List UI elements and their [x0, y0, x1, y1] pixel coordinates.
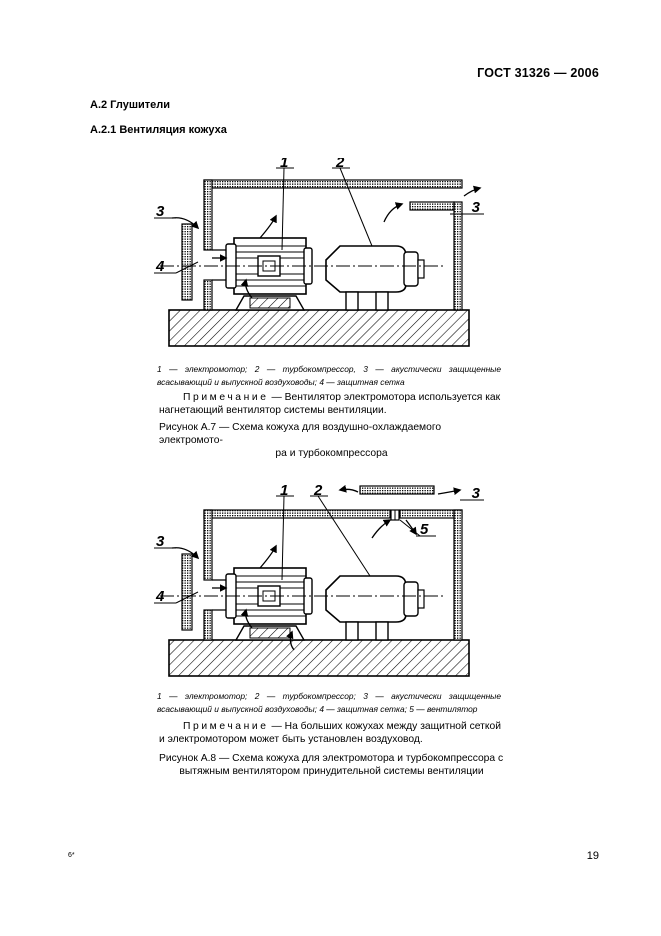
outlet-duct: [409, 201, 455, 211]
note-heading: Примечание: [183, 721, 269, 732]
page-number: 19: [586, 850, 599, 862]
outlet-airflow-arrow: [437, 487, 462, 496]
leader-line: [281, 167, 285, 251]
sheet-mark: 6*: [68, 852, 75, 859]
airflow-arrow: [240, 608, 253, 629]
figure-a7-legend: 1 — электромотор; 2 — турбокомпрессор, 3…: [157, 364, 501, 387]
protective-grid: [181, 223, 193, 301]
leader-line: [281, 495, 285, 581]
figure-a8-legend: 1 — электромотор; 2 — турбокомпрессор; 3…: [157, 691, 501, 714]
note-heading: Примечание: [183, 392, 269, 403]
enclosure-right-wall: [453, 509, 463, 641]
floor-foundation: [168, 309, 470, 347]
airflow-arrow: [405, 519, 417, 536]
motor-stand: [235, 295, 305, 311]
document-header: ГОСТ 31326 — 2006: [477, 66, 599, 80]
enclosure-roof: [203, 179, 463, 189]
caption-line-2: вытяжным вентилятором принудительной сис…: [179, 766, 484, 777]
subsection-title: А.2.1 Вентиляция кожуха: [90, 124, 227, 136]
figure-a7-note: Примечание — Вентилятор электромотора ис…: [159, 391, 504, 417]
airflow-arrow: [371, 519, 392, 539]
label-3-outlet: 3: [472, 199, 481, 216]
airflow-arrow: [383, 202, 404, 223]
airflow-arrow: [286, 630, 295, 651]
leader-line: [317, 495, 371, 577]
caption-line-2: ра и турбокомпрессора: [275, 448, 388, 459]
label-3-inlet: 3: [156, 533, 165, 550]
enclosure-left-wall-upper: [203, 509, 213, 581]
enclosure-left-wall-lower: [203, 279, 213, 311]
note-text: — На больших кожухах между защитной сетк…: [159, 721, 501, 745]
figure-a8-note: Примечание — На больших кожухах между за…: [159, 720, 504, 746]
enclosure-left-wall-lower: [203, 609, 213, 641]
label-1: 1: [280, 482, 288, 499]
label-3-inlet: 3: [156, 203, 165, 220]
note-text: — Вентилятор электромотора используется …: [159, 392, 501, 416]
airflow-arrow: [259, 214, 277, 239]
figure-a8-diagram: 1 2 3 3 4 5: [154, 482, 484, 677]
turbocompressor: [325, 575, 425, 641]
figure-a7-caption: Рисунок А.7 — Схема кожуха для воздушно-…: [159, 421, 504, 460]
section-title: А.2 Глушители: [90, 99, 171, 111]
caption-line-1: Рисунок А.7 — Схема кожуха для воздушно-…: [159, 422, 442, 446]
enclosure-roof-left: [203, 509, 391, 519]
label-2: 2: [313, 482, 323, 499]
enclosure-right-wall: [453, 201, 463, 311]
outlet-airflow-arrow: [338, 484, 359, 493]
label-3-outlet: 3: [472, 485, 481, 502]
caption-line-1: Рисунок А.8 — Схема кожуха для электромо…: [159, 753, 504, 764]
figure-a8-caption: Рисунок А.8 — Схема кожуха для электромо…: [159, 752, 504, 778]
label-4: 4: [155, 588, 165, 605]
motor-stand: [235, 625, 305, 641]
enclosure-left-wall-upper: [203, 179, 213, 251]
label-4: 4: [155, 258, 165, 275]
outlet-duct: [359, 485, 435, 495]
leader-line: [339, 167, 373, 247]
enclosure-roof-right: [399, 509, 463, 519]
floor-foundation: [168, 639, 470, 677]
turbocompressor: [325, 245, 425, 311]
airflow-arrow: [259, 544, 277, 569]
label-2: 2: [335, 158, 345, 171]
protective-grid: [181, 553, 193, 631]
exhaust-fan: [390, 509, 400, 521]
label-1: 1: [280, 158, 288, 171]
label-5: 5: [420, 521, 429, 538]
airflow-arrow: [240, 278, 253, 299]
outlet-airflow-arrow: [463, 185, 482, 197]
figure-a7-diagram: 1 2 3 3 4: [154, 158, 484, 347]
